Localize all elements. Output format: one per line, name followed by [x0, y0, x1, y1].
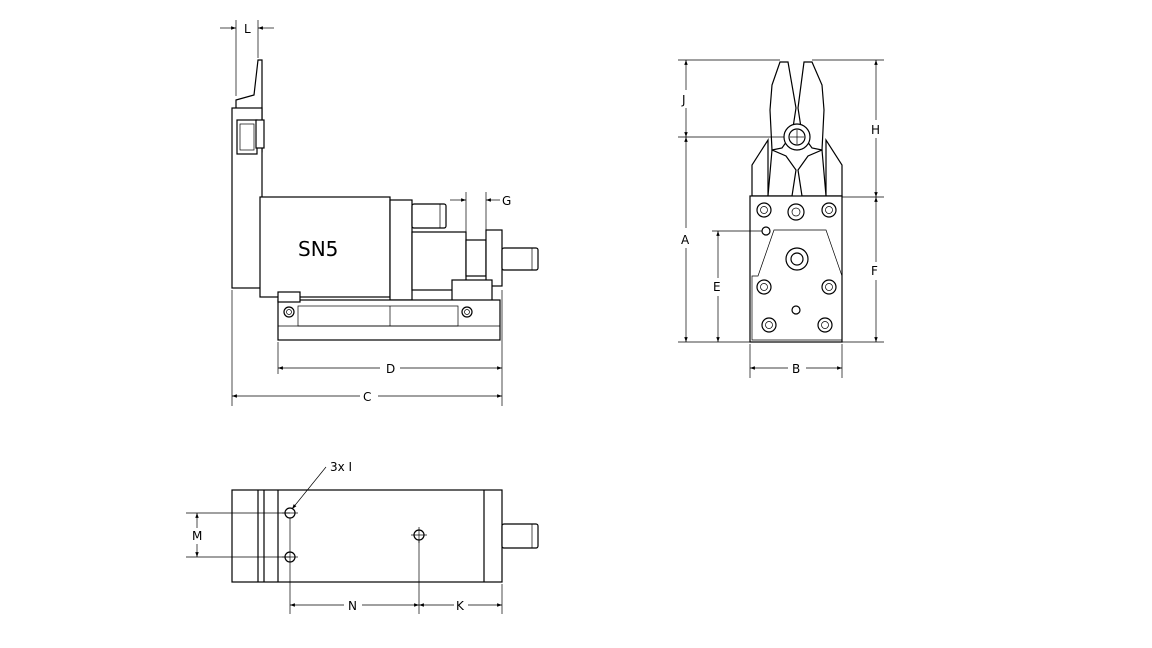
dim-label-A: A [681, 233, 690, 247]
dim-label-M: M [192, 529, 202, 543]
side-view: SN5 [231, 59, 539, 341]
dim-label-H: H [871, 123, 880, 137]
dim-label-D: D [386, 362, 395, 376]
product-marking: SN5 [298, 237, 338, 261]
front-view [749, 61, 843, 343]
dim-label-F: F [871, 264, 878, 278]
dim-label-K: K [456, 599, 465, 613]
bottom-view-dimensions: 3x I M N K [186, 460, 503, 614]
dim-label-I: 3x I [330, 460, 352, 474]
front-view-dimensions: J A E H F B [678, 59, 884, 378]
dim-label-E: E [713, 280, 721, 294]
dim-label-C: C [363, 390, 371, 404]
dim-label-J: J [681, 93, 686, 107]
side-view-dimensions: L G D C [220, 20, 511, 406]
bottom-view [231, 489, 539, 583]
dim-label-N: N [348, 599, 357, 613]
dim-label-L: L [244, 22, 251, 36]
dim-label-G: G [502, 194, 511, 208]
dim-label-B: B [792, 362, 800, 376]
